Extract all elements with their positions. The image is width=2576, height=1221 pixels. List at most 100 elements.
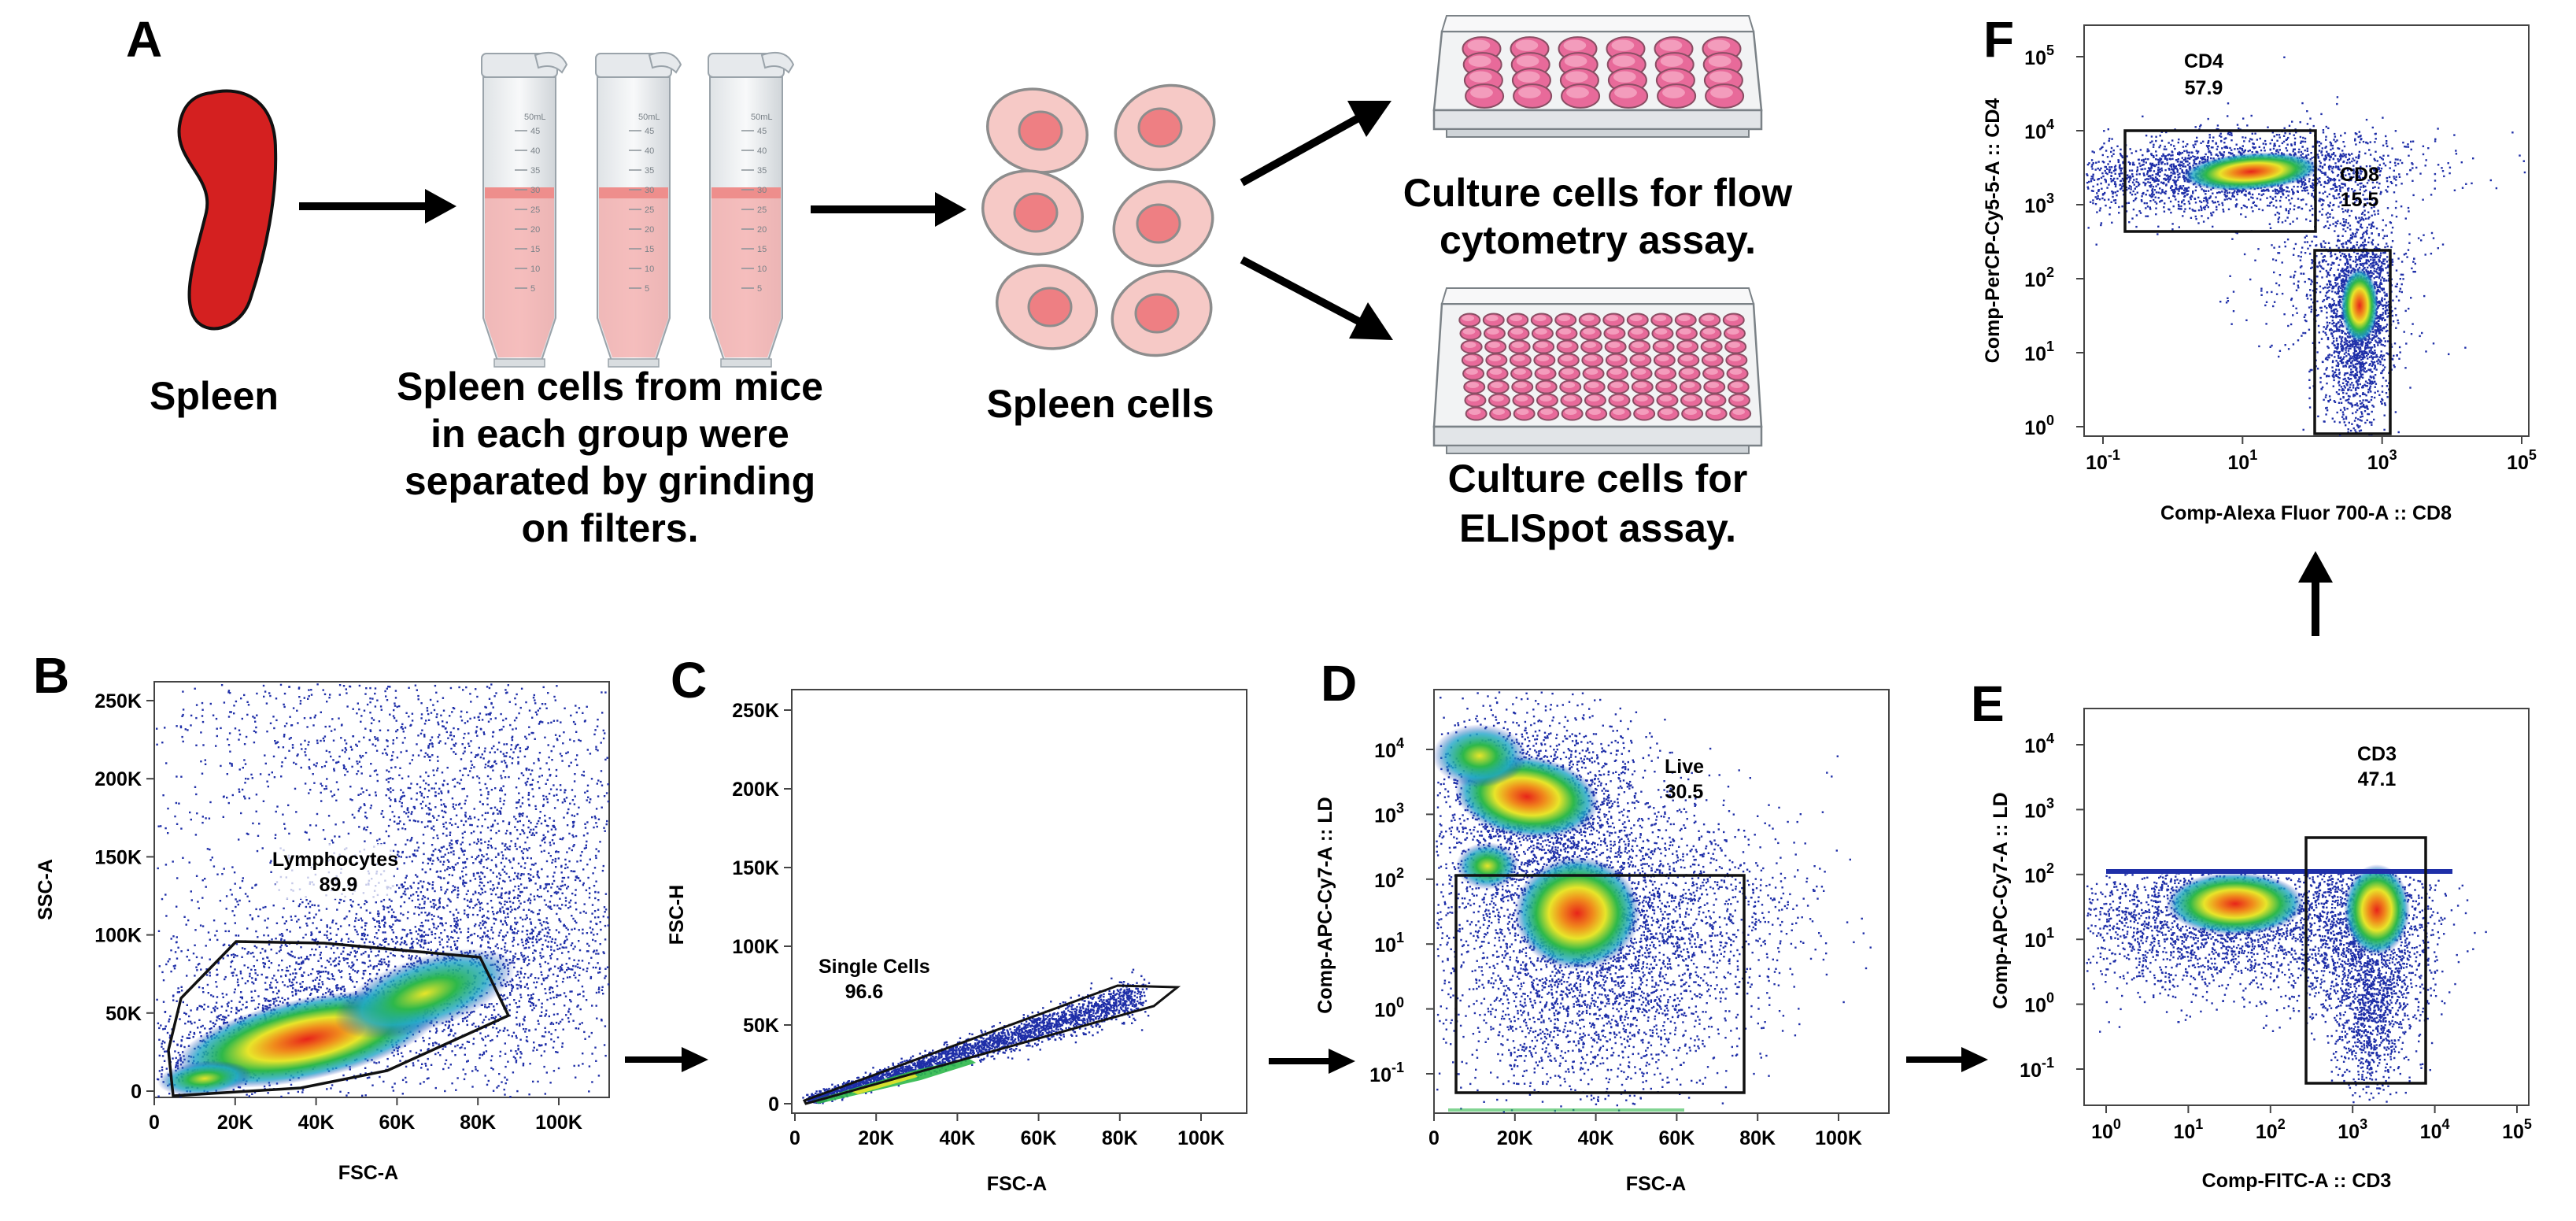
tubes-caption-line-1: Spleen cells from mice	[397, 364, 823, 409]
gate-label-live: Live	[1665, 756, 1704, 778]
svg-text:10: 10	[757, 265, 767, 274]
x-tick-label: 60K	[379, 1112, 415, 1134]
svg-text:5: 5	[757, 284, 762, 294]
svg-text:20: 20	[757, 225, 767, 235]
svg-text:15: 15	[645, 245, 654, 254]
y-tick-label: 0	[768, 1093, 779, 1116]
panel-letter-d: D	[1321, 655, 1357, 712]
flow-caption-line-1: Culture cells for flow	[1403, 171, 1793, 215]
svg-text:20: 20	[530, 225, 540, 235]
x-tick-label: 100K	[535, 1112, 582, 1134]
gate-label-single-cells: Single Cells	[819, 956, 930, 978]
y-tick-label: 10-1	[1369, 1060, 1404, 1086]
y-tick-label: 50K	[105, 1003, 142, 1025]
gate-value-single-cells: 96.6	[845, 981, 884, 1003]
svg-text:50mL: 50mL	[638, 113, 660, 122]
x-tick-label: 103	[2367, 447, 2397, 474]
y-tick-label: 103	[2024, 795, 2054, 822]
svg-text:10: 10	[530, 265, 540, 274]
arrow-up-right-icon	[1242, 101, 1391, 183]
arrow-right-icon	[1269, 1049, 1355, 1074]
y-tick-label: 101	[1374, 930, 1404, 956]
svg-text:40: 40	[757, 146, 767, 156]
y-tick-label: 100	[2024, 990, 2054, 1017]
x-tick-label: 60K	[1658, 1127, 1695, 1149]
elispot-caption-line-2: ELISpot assay.	[1459, 506, 1736, 550]
x-axis-label-b: FSC-A	[338, 1162, 398, 1184]
svg-text:35: 35	[645, 166, 654, 176]
y-axis-label-e: Comp-APC-Cy7-A :: LD	[1990, 792, 2012, 1008]
gate-label-cd8: CD8	[2340, 164, 2379, 186]
x-axis-label-f: Comp-Alexa Fluor 700-A :: CD8	[2160, 502, 2452, 524]
x-tick-label: 0	[789, 1127, 800, 1149]
y-axis-label-f: Comp-PerCP-Cy5-5-A :: CD4	[1982, 98, 2004, 364]
x-tick-label: 103	[2338, 1116, 2367, 1143]
x-tick-label: 101	[2173, 1116, 2203, 1143]
y-axis-label-d: Comp-APC-Cy7-A :: LD	[1314, 797, 1336, 1013]
y-tick-label: 250K	[732, 700, 779, 722]
x-tick-label: 105	[2507, 447, 2537, 474]
svg-text:40: 40	[530, 146, 540, 156]
svg-text:20: 20	[645, 225, 654, 235]
svg-text:25: 25	[645, 205, 654, 215]
tubes-caption-line-2: in each group were	[431, 412, 789, 456]
arrow-up-icon	[2298, 551, 2333, 636]
svg-text:50mL: 50mL	[524, 113, 546, 122]
x-tick-label: 40K	[1578, 1127, 1614, 1149]
x-tick-label: 80K	[460, 1112, 496, 1134]
gate-label-cd3: CD3	[2357, 743, 2397, 765]
y-tick-label: 200K	[94, 768, 142, 790]
panel-letter-a: A	[126, 11, 162, 68]
svg-text:45: 45	[530, 127, 540, 136]
y-tick-label: 100	[1374, 995, 1404, 1022]
arrow-right-icon	[1906, 1047, 1988, 1072]
x-axis-label-d: FSC-A	[1626, 1173, 1686, 1195]
spleen-label: Spleen	[150, 374, 279, 418]
y-tick-label: 101	[2024, 339, 2054, 365]
elispot-caption-line-1: Culture cells for	[1448, 457, 1748, 501]
y-tick-label: 250K	[94, 690, 142, 712]
x-tick-label: 100K	[1815, 1127, 1862, 1149]
svg-text:25: 25	[530, 205, 540, 215]
gate-value-cd4: 57.9	[2185, 77, 2223, 99]
gate-label-lymphocytes: Lymphocytes	[272, 849, 398, 871]
panel-letter-b: B	[33, 647, 69, 704]
arrow-right-icon	[625, 1047, 708, 1072]
x-tick-label: 104	[2420, 1116, 2450, 1143]
svg-text:5: 5	[530, 284, 535, 294]
y-tick-label: 102	[2024, 860, 2054, 887]
panel-letter-f: F	[1983, 11, 2014, 68]
y-tick-label: 50K	[743, 1015, 779, 1037]
x-tick-label: 102	[2256, 1116, 2286, 1143]
spleen-cells-icon	[974, 72, 1226, 369]
x-tick-label: 0	[1428, 1127, 1440, 1149]
y-tick-label: 150K	[732, 857, 779, 879]
x-tick-label: 20K	[217, 1112, 253, 1134]
x-tick-label: 80K	[1739, 1127, 1776, 1149]
y-tick-label: 100	[2024, 413, 2054, 439]
arrow-right-icon	[811, 192, 966, 227]
svg-text:40: 40	[645, 146, 654, 156]
spleen-icon	[179, 91, 275, 329]
y-tick-label: 103	[2024, 191, 2054, 217]
y-tick-label: 102	[2024, 265, 2054, 291]
x-axis-label-e: Comp-FITC-A :: CD3	[2202, 1170, 2392, 1192]
arrow-right-icon	[299, 189, 456, 224]
y-tick-label: 102	[1374, 865, 1404, 892]
gate-value-live: 30.5	[1665, 781, 1704, 803]
spleen-cells-label: Spleen cells	[986, 382, 1214, 426]
y-tick-label: 100K	[94, 925, 142, 947]
svg-text:25: 25	[757, 205, 767, 215]
x-tick-label: 40K	[298, 1112, 334, 1134]
24-well-plate-icon	[1434, 16, 1761, 137]
x-tick-label: 100K	[1177, 1127, 1225, 1149]
arrow-down-right-icon	[1242, 260, 1393, 340]
